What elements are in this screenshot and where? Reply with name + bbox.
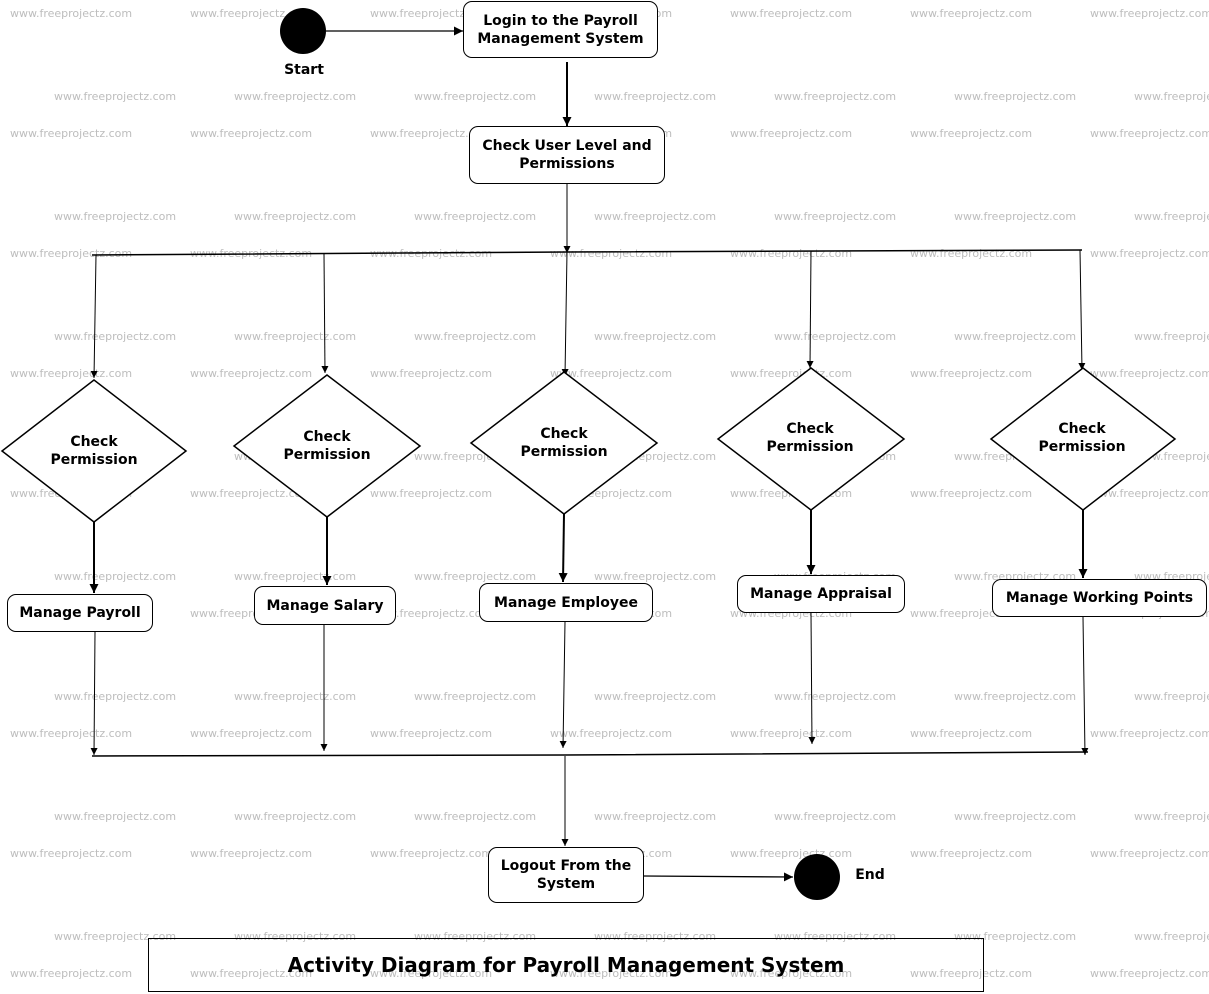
diagram-title: Activity Diagram for Payroll Management … (287, 953, 845, 977)
edge-activity-join-4 (808, 612, 816, 745)
start-label: Start (284, 62, 324, 78)
manage-salary-activity: Manage Salary (254, 586, 396, 625)
edge-logout-end (642, 872, 794, 882)
edge-fork-decision-5 (1078, 249, 1086, 371)
decision-label-2: Check Permission (283, 429, 371, 463)
decision-label-5: Check Permission (1038, 421, 1126, 455)
check-user-level-activity: Check User Level and Permissions (469, 126, 665, 184)
end-node (794, 854, 840, 900)
decision-label-3: Check Permission (520, 426, 608, 460)
manage-payroll-activity: Manage Payroll (7, 594, 153, 632)
diagram-caption-box: Activity Diagram for Payroll Management … (148, 938, 984, 992)
edge-activity-join-5 (1081, 616, 1089, 756)
edge-activity-join-3 (559, 621, 567, 749)
decision-label-1: Check Permission (50, 434, 138, 468)
decision-label-4: Check Permission (766, 421, 854, 455)
edge-fork-decision-3 (561, 251, 569, 377)
edge-decision-activity-3 (558, 513, 568, 583)
edge-fork-decision-4 (806, 250, 814, 369)
fork-bar (91, 249, 1083, 256)
edge-fork-decision-1 (90, 254, 98, 379)
manage-employee-activity: Manage Employee (479, 583, 653, 622)
edge-activity-join-1 (90, 631, 98, 756)
login-activity: Login to the Payroll Management System (463, 1, 658, 58)
start-node (280, 8, 326, 54)
manage-working-points-activity: Manage Working Points (992, 579, 1207, 617)
end-label: End (855, 867, 885, 883)
logout-activity: Logout From the System (488, 847, 644, 903)
edge-fork-decision-2 (321, 253, 329, 374)
manage-appraisal-activity: Manage Appraisal (737, 575, 905, 613)
join-bar (91, 751, 1089, 757)
